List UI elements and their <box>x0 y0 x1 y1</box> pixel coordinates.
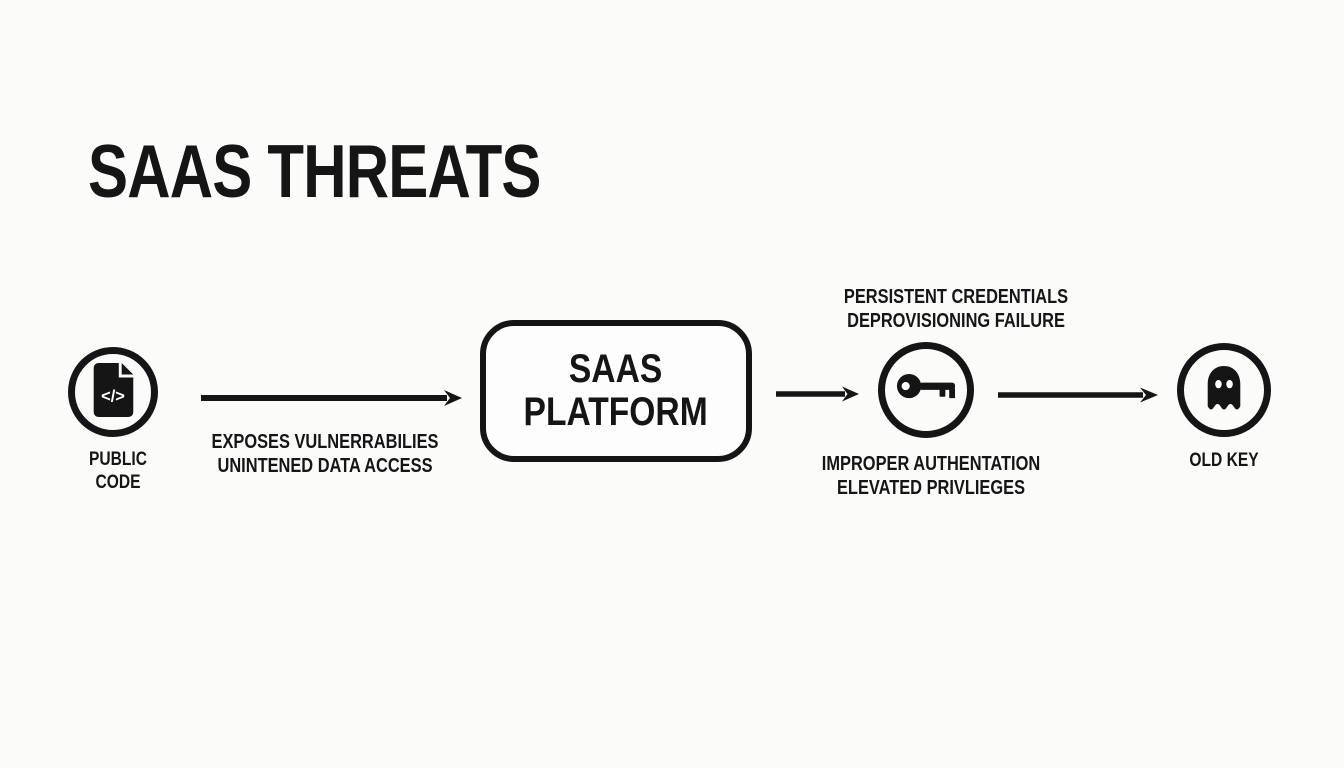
arrow-right-icon <box>775 385 859 403</box>
node-public-code: </> <box>68 347 158 437</box>
node-label-line: PUBLIC <box>88 449 147 470</box>
code-document-icon: </> <box>90 362 136 423</box>
node-label-public-code: PUBLIC CODE <box>36 448 200 494</box>
node-saas-platform: SAAS PLATFORM <box>480 320 752 462</box>
svg-text:</>: </> <box>101 387 125 405</box>
key-caption-above: PERSISTENT CREDENTIALS DEPROVISIONING FA… <box>817 285 1096 333</box>
node-old-key-ghost <box>1177 343 1271 437</box>
arrow-right-icon <box>997 386 1158 404</box>
caption-line: DEPROVISIONING FAILURE <box>847 310 1065 332</box>
platform-label-line: PLATFORM <box>523 390 709 434</box>
caption-line: EXPOSES VULNERRABILIES <box>211 431 439 453</box>
caption-line: PERSISTENT CREDENTIALS <box>843 286 1069 308</box>
caption-line: IMPROPER AUTHENTATION <box>821 453 1041 475</box>
arrow-right-icon <box>200 389 462 407</box>
page-title: SAAS THREATS <box>88 129 541 213</box>
node-credentials-key <box>878 342 974 438</box>
node-label-line: OLD KEY <box>1189 450 1259 471</box>
key-icon <box>896 373 956 408</box>
ghost-icon <box>1201 361 1247 420</box>
key-caption-below: IMPROPER AUTHENTATION ELEVATED PRIVLIEGE… <box>792 452 1071 500</box>
edge1-caption: EXPOSES VULNERRABILIES UNINTENED DATA AC… <box>186 430 465 478</box>
node-label-line: CODE <box>95 472 141 493</box>
node-label-old-key: OLD KEY <box>1142 449 1306 472</box>
caption-line: ELEVATED PRIVLIEGES <box>836 477 1026 499</box>
platform-label-line: SAAS <box>569 347 663 391</box>
caption-line: UNINTENED DATA ACCESS <box>217 455 433 477</box>
